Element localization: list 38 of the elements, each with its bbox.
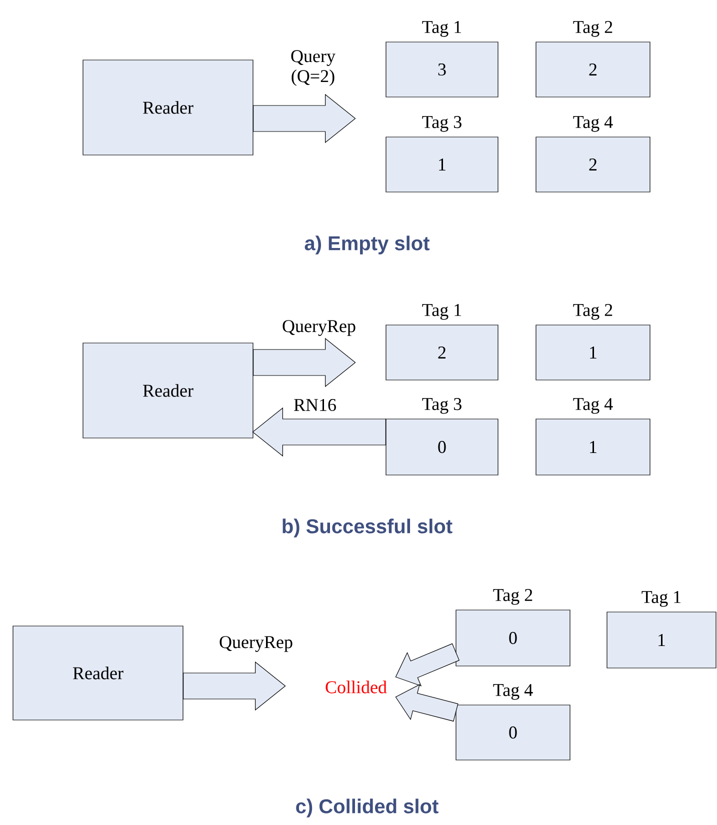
- tag-box: 2: [386, 324, 498, 380]
- reader-box: Reader: [82, 60, 254, 156]
- tag-label: Tag 3: [422, 398, 462, 414]
- tag-box: 1: [606, 612, 716, 668]
- tag-box: 2: [536, 42, 650, 98]
- tag-label: Tag 2: [573, 21, 612, 37]
- block-arrow: [253, 338, 356, 388]
- tag-label: Tag 3: [422, 116, 462, 132]
- tag-box: 0: [456, 610, 570, 666]
- collision-label: Collided: [326, 680, 387, 694]
- tag-box: 1: [386, 136, 498, 192]
- edge-label: RN16: [294, 398, 336, 412]
- tag-box: 3: [386, 42, 498, 98]
- tag-label: Tag 2: [573, 304, 612, 320]
- tag-label: Tag 4: [493, 684, 533, 700]
- edge-label: QueryRep: [220, 636, 292, 652]
- tag-box: 2: [536, 136, 650, 192]
- tag-box: 1: [536, 324, 650, 380]
- tag-label: Tag 1: [422, 21, 462, 37]
- reader-box: Reader: [12, 626, 184, 720]
- panel-caption: a) Empty slot: [304, 236, 430, 254]
- tag-box: 0: [386, 418, 498, 476]
- panel-caption: b) Successful slot: [282, 518, 452, 538]
- tag-label: Tag 2: [493, 589, 532, 605]
- tag-box: 1: [536, 418, 650, 476]
- edge-label: Query (Q=2): [291, 50, 336, 86]
- reader-box: Reader: [82, 342, 254, 438]
- tag-box: 0: [456, 704, 570, 760]
- tag-label: Tag 1: [422, 304, 462, 320]
- panel-caption: c) Collided slot: [296, 798, 438, 818]
- tag-label: Tag 4: [573, 398, 613, 414]
- tag-label: Tag 1: [642, 591, 681, 607]
- block-arrow: [183, 661, 286, 711]
- block-arrow: [252, 407, 386, 457]
- block-arrow: [395, 684, 458, 722]
- block-arrow: [253, 94, 356, 144]
- tag-label: Tag 4: [573, 116, 613, 132]
- edge-label: QueryRep: [282, 320, 356, 336]
